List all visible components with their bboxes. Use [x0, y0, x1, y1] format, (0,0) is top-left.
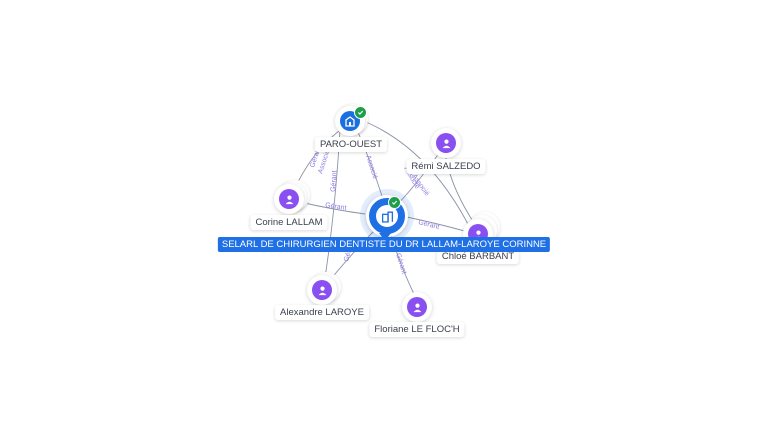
edge-label-gerant-4: Gérant [418, 219, 441, 231]
node-label-paro-ouest[interactable]: PARO-OUEST [314, 137, 388, 152]
person-icon [312, 280, 332, 300]
center-node[interactable] [366, 195, 408, 237]
person-icon [407, 297, 427, 317]
edge-remi-center [397, 151, 441, 205]
person-icon [436, 133, 456, 153]
edge-label-gerant-6: Gérant [394, 252, 407, 275]
node-alexandre-laroye[interactable] [307, 275, 337, 305]
edge-label-gerant-2: Gérant [325, 202, 347, 212]
edge-label-gerant-3: Gérant [330, 170, 338, 192]
node-label-corine-lallam[interactable]: Corine LALLAM [250, 215, 328, 230]
node-remi-salzedo[interactable] [431, 128, 461, 158]
node-label-alexandre-laroye[interactable]: Alexandre LAROYE [275, 305, 369, 320]
node-corine-lallam[interactable] [274, 184, 304, 214]
edge-chloe-center [401, 215, 469, 233]
center-node-label[interactable]: SELARL DE CHIRURGIEN DENTISTE DU DR LALL… [217, 237, 551, 252]
node-label-chloe-barbant[interactable]: Chloé BARBANT [436, 249, 520, 264]
node-label-floriane-le-floch[interactable]: Floriane LE FLOC'H [369, 322, 465, 337]
person-icon [279, 189, 299, 209]
node-label-remi-salzedo[interactable]: Rémi SALZEDO [406, 159, 486, 174]
node-floriane-le-floch[interactable] [402, 292, 432, 322]
edge-label-associe-2: Associé [364, 154, 378, 180]
verified-check-icon [388, 196, 401, 209]
building-icon [376, 205, 398, 227]
verified-check-icon [354, 106, 367, 119]
